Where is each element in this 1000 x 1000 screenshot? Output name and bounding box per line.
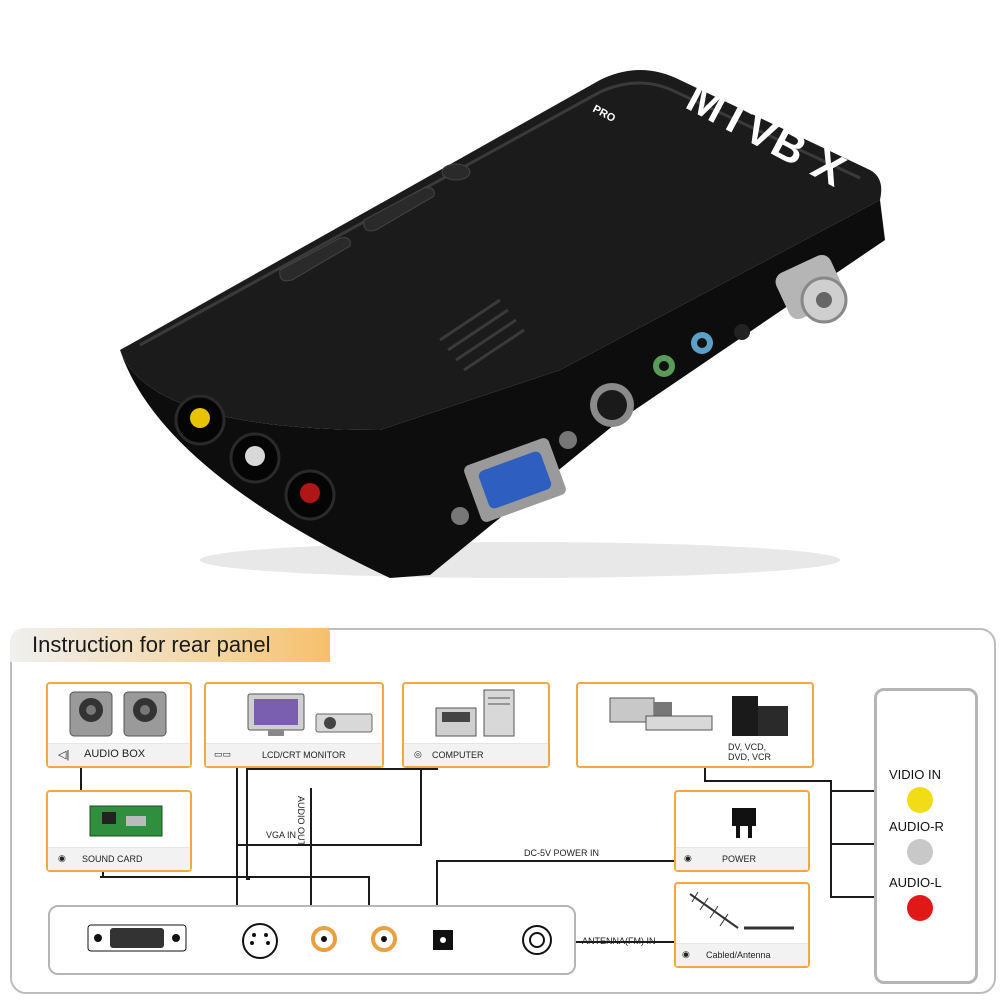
connector-line — [246, 878, 250, 880]
audio-r-dot — [907, 839, 933, 865]
audio-l-dot — [907, 895, 933, 921]
power-label: POWER — [722, 854, 757, 864]
product-photo: MTVB X PRO — [120, 70, 885, 578]
sound-card-label: SOUND CARD — [82, 854, 143, 864]
connector-line — [830, 780, 832, 896]
rear-ports-frame — [48, 905, 576, 975]
computer-icon — [435, 689, 515, 737]
antenna-in-label: ANTENNA(FM) IN — [582, 936, 656, 946]
connector-line — [554, 941, 674, 943]
connector-line — [420, 766, 422, 844]
dv-devices-label: DV, VCD, DVD, VCR — [728, 742, 772, 762]
s-video-port-icon — [242, 923, 278, 959]
computer-label: COMPUTER — [432, 750, 484, 760]
antenna-label: Cabled/Antenna — [706, 950, 771, 960]
audio-port-icon: ◁| — [58, 749, 70, 761]
power-port-icon: ◉ — [684, 853, 692, 863]
box-label-bar: ▭▭ LCD/CRT MONITOR — [206, 743, 382, 766]
connector-line — [236, 844, 422, 846]
antenna-port-icon — [522, 925, 552, 955]
diagram-title: Instruction for rear panel — [32, 632, 271, 657]
speaker-icon — [69, 691, 167, 737]
title-tab: Instruction for rear panel — [10, 628, 330, 662]
box-label-bar: ◉ POWER — [676, 847, 808, 870]
dv-devices-card: DV, VCD, DVD, VCR — [576, 682, 814, 768]
sound-card-port-icon: ◉ — [58, 853, 66, 863]
monitor-icon — [247, 693, 373, 736]
connector-line — [704, 780, 830, 782]
dc-power-port-icon — [433, 930, 453, 950]
av-devices-icon — [609, 696, 788, 736]
audio-r-label: AUDIO-R — [889, 819, 944, 834]
box-label-bar: ◉ Cabled/Antenna — [676, 943, 808, 966]
antenna-port-icon: ◉ — [682, 949, 690, 959]
antenna-icon — [689, 891, 794, 930]
monitor-card: ▭▭ LCD/CRT MONITOR — [204, 682, 384, 768]
vga-port-icon: ▭▭ — [214, 749, 232, 759]
computer-port-icon: ◎ — [414, 749, 422, 759]
sound-card-icon — [89, 805, 163, 837]
connector-line — [436, 860, 674, 862]
video-in-label: VIDIO IN — [889, 767, 942, 782]
tv-box-device — [120, 70, 885, 578]
video-in-dot — [907, 787, 933, 813]
av-inputs-frame: VIDIO IN AUDIO-R AUDIO-L — [874, 688, 978, 984]
connector-line — [100, 876, 370, 878]
connector-line — [236, 768, 238, 918]
connector-line — [368, 876, 370, 918]
connector-line — [436, 860, 438, 920]
box-label-bar: ◁| AUDIO BOX — [48, 743, 190, 766]
connector-line — [310, 788, 312, 918]
connector-line — [246, 768, 438, 770]
connector-line — [80, 768, 82, 798]
dc-power-label: DC-5V POWER IN — [524, 848, 600, 858]
box-label-bar: ◉ SOUND CARD — [48, 847, 190, 870]
audio-jack-icon — [371, 926, 397, 952]
audio-out-label: AUDIO OUT — [296, 796, 306, 847]
connector-line — [246, 768, 248, 880]
power-plug-icon — [732, 808, 756, 838]
computer-card: ◎ COMPUTER — [402, 682, 550, 768]
box-label-bar: ◎ COMPUTER — [404, 743, 548, 766]
connector-line — [704, 768, 706, 780]
vga-port-icon — [87, 924, 187, 952]
audio-jack-icon — [311, 926, 337, 952]
monitor-label: LCD/CRT MONITOR — [262, 750, 346, 760]
connector-line — [102, 868, 104, 878]
antenna-card: ◉ Cabled/Antenna — [674, 882, 810, 968]
rear-panel-diagram: Instruction for rear panel AUDIO OUT VGA… — [10, 628, 998, 1000]
power-card: ◉ POWER — [674, 790, 810, 872]
audio-box-card: ◁| AUDIO BOX — [46, 682, 192, 768]
sound-card-card: ◉ SOUND CARD — [46, 790, 192, 872]
vga-in-label: VGA IN — [266, 830, 297, 840]
audio-l-label: AUDIO-L — [889, 875, 942, 890]
audio-box-label: AUDIO BOX — [84, 748, 146, 760]
